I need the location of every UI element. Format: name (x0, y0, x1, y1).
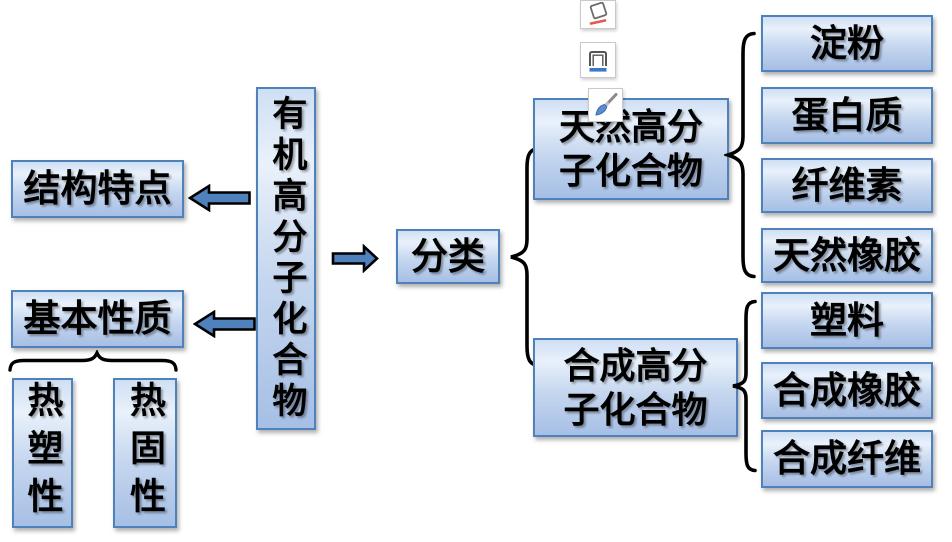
item-label: 天然橡胶 (773, 234, 921, 276)
item-box-cellulose[interactable]: 纤维素 (761, 158, 933, 213)
item-label: 淀粉 (810, 22, 884, 64)
thermoset-box[interactable]: 热固性 (113, 378, 177, 528)
properties-box[interactable]: 基本性质 (11, 290, 184, 348)
item-box-natural-rubber[interactable]: 天然橡胶 (761, 228, 933, 283)
item-label: 合成橡胶 (773, 369, 921, 411)
style-brush-button[interactable] (588, 88, 623, 122)
properties-brace[interactable] (8, 350, 178, 372)
arrow-to-classification[interactable] (331, 244, 379, 273)
brush-icon (594, 93, 617, 116)
item-label: 纤维素 (791, 164, 903, 206)
natural-items-brace[interactable] (724, 31, 756, 279)
root-box[interactable]: 有机高分子化合物 (256, 87, 316, 430)
synthetic-items-brace[interactable] (730, 299, 757, 473)
thermoset-label: 热固性 (124, 381, 166, 525)
item-label: 塑料 (810, 299, 884, 341)
classification-brace[interactable] (505, 146, 541, 368)
outline-color-button[interactable] (580, 42, 616, 78)
item-label: 合成纤维 (773, 438, 921, 480)
natural-category-box[interactable]: 天然高分 子化合物 (533, 98, 729, 200)
fill-color-button[interactable] (580, 0, 616, 29)
item-box-synthetic-rubber[interactable]: 合成橡胶 (761, 362, 933, 419)
item-box-protein[interactable]: 蛋白质 (761, 87, 933, 144)
item-box-plastic[interactable]: 塑料 (761, 292, 933, 349)
natural-category-label: 天然高分 子化合物 (558, 106, 703, 191)
item-box-synthetic-fiber[interactable]: 合成纤维 (761, 430, 933, 488)
item-label: 蛋白质 (791, 94, 903, 136)
fill-color-icon (589, 1, 608, 25)
synthetic-category-box[interactable]: 合成高分 子化合物 (533, 338, 738, 437)
classification-box[interactable]: 分类 (396, 229, 500, 284)
properties-label: 基本性质 (23, 298, 172, 340)
arrow-to-properties[interactable] (193, 310, 256, 338)
thermoplastic-box[interactable]: 热塑性 (12, 378, 73, 528)
outline-color-icon (589, 51, 607, 72)
structure-box[interactable]: 结构特点 (11, 160, 184, 218)
classification-label: 分类 (411, 235, 485, 277)
thermoplastic-label: 热塑性 (22, 381, 64, 525)
root-label: 有机高分子化合物 (267, 94, 307, 423)
arrow-to-structure[interactable] (188, 184, 251, 212)
structure-label: 结构特点 (23, 168, 172, 210)
item-box-starch[interactable]: 淀粉 (761, 15, 933, 72)
synthetic-category-label: 合成高分 子化合物 (563, 344, 708, 430)
